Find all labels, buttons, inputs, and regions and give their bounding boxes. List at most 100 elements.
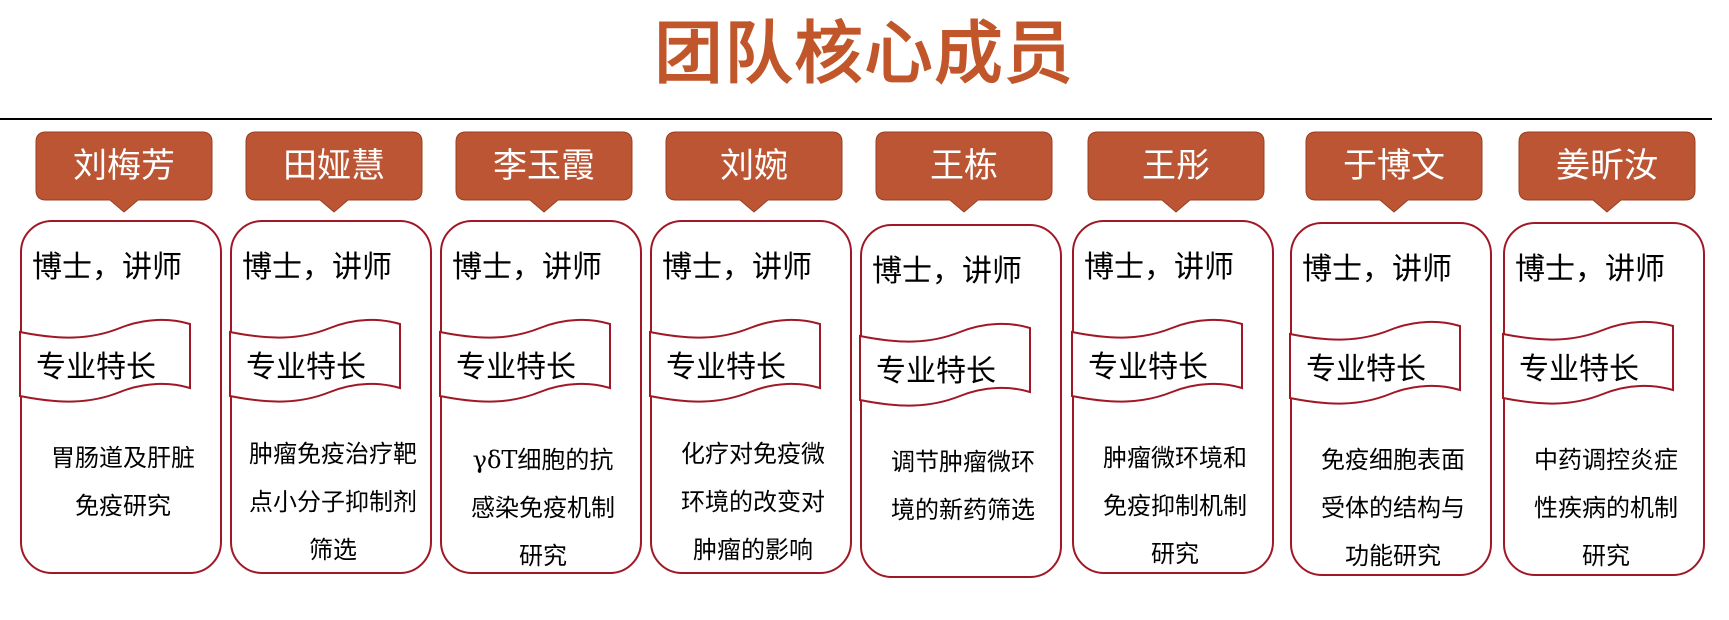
banner-shape (439, 318, 611, 403)
specialty-text: 免疫细胞表面受体的结构与功能研究 (1298, 436, 1488, 580)
specialty-line: 免疫细胞表面 (1321, 446, 1465, 474)
specialty-line: 感染免疫机制 (471, 494, 615, 522)
specialty-label: 专业特长 (876, 354, 996, 389)
specialty-line: 境的新药筛选 (891, 496, 1035, 524)
specialty-text: 化疗对免疫微环境的改变对肿瘤的影响 (658, 430, 848, 574)
name-callout: 王栋 (875, 131, 1053, 213)
specialty-label: 专业特长 (1306, 352, 1426, 387)
banner-outline (859, 322, 1031, 407)
member-column: 于博文博士，讲师专业特长免疫细胞表面受体的结构与功能研究 (1289, 0, 1500, 620)
banner-shape (1071, 318, 1243, 403)
specialty-banner: 专业特长 (439, 318, 612, 403)
callout-shape (1087, 131, 1265, 213)
specialty-line: 肿瘤的影响 (693, 536, 813, 564)
specialty-line: 肿瘤免疫治疗靶 (249, 440, 417, 468)
specialty-label: 专业特长 (456, 350, 576, 385)
member-card: 博士，讲师专业特长肿瘤免疫治疗靶点小分子抑制剂筛选 (229, 220, 432, 574)
specialty-line: 研究 (1582, 542, 1630, 570)
specialty-text: 调节肿瘤微环境的新药筛选 (868, 438, 1058, 534)
banner-outline (439, 318, 611, 403)
member-name: 刘婉 (720, 146, 788, 186)
banner-outline (1289, 320, 1461, 405)
callout-body (875, 131, 1053, 213)
member-card: 博士，讲师专业特长免疫细胞表面受体的结构与功能研究 (1289, 222, 1492, 576)
specialty-line: 功能研究 (1345, 542, 1441, 570)
member-name: 刘梅芳 (73, 146, 175, 186)
specialty-line: 筛选 (309, 536, 357, 564)
member-title: 博士，讲师 (1084, 250, 1234, 285)
specialty-line: 中药调控炎症 (1534, 446, 1678, 474)
member-card: 博士，讲师专业特长中药调控炎症性疾病的机制研究 (1502, 222, 1705, 576)
specialty-banner: 专业特长 (859, 322, 1032, 407)
specialty-line: 点小分子抑制剂 (249, 488, 417, 516)
callout-body (1305, 131, 1483, 213)
banner-shape (649, 318, 821, 403)
member-card: 博士，讲师专业特长肿瘤微环境和免疫抑制机制研究 (1071, 220, 1274, 574)
specialty-text: 中药调控炎症性疾病的机制研究 (1511, 436, 1701, 580)
banner-shape (1289, 320, 1461, 405)
callout-body (1518, 131, 1696, 213)
specialty-label: 专业特长 (1088, 350, 1208, 385)
callout-body (35, 131, 213, 213)
name-callout: 王彤 (1087, 131, 1265, 213)
callout-body (665, 131, 843, 213)
member-column: 刘婉博士，讲师专业特长化疗对免疫微环境的改变对肿瘤的影响 (649, 0, 860, 620)
callout-shape (455, 131, 633, 213)
specialty-banner: 专业特长 (649, 318, 822, 403)
member-title: 博士，讲师 (242, 250, 392, 285)
specialty-banner: 专业特长 (1289, 320, 1462, 405)
callout-shape (1305, 131, 1483, 213)
specialty-line: 免疫研究 (75, 492, 171, 520)
banner-shape (19, 318, 191, 403)
specialty-label: 专业特长 (666, 350, 786, 385)
specialty-banner: 专业特长 (229, 318, 402, 403)
member-name: 王栋 (930, 146, 998, 186)
name-callout: 刘梅芳 (35, 131, 213, 213)
callout-body (1087, 131, 1265, 213)
banner-shape (859, 322, 1031, 407)
specialty-line: 受体的结构与 (1321, 494, 1465, 522)
specialty-label: 专业特长 (36, 350, 156, 385)
member-title: 博士，讲师 (1302, 252, 1452, 287)
callout-shape (245, 131, 423, 213)
callout-shape (35, 131, 213, 213)
title-divider (0, 118, 1712, 120)
name-callout: 田娅慧 (245, 131, 423, 213)
member-title: 博士，讲师 (872, 254, 1022, 289)
specialty-line: 肿瘤微环境和 (1103, 444, 1247, 472)
member-name: 李玉霞 (493, 146, 595, 186)
member-title: 博士，讲师 (32, 250, 182, 285)
specialty-line: 调节肿瘤微环 (891, 448, 1035, 476)
specialty-line: 研究 (519, 542, 567, 570)
name-callout: 刘婉 (665, 131, 843, 213)
banner-outline (649, 318, 821, 403)
member-column: 姜昕汝博士，讲师专业特长中药调控炎症性疾病的机制研究 (1502, 0, 1713, 620)
specialty-text: 肿瘤微环境和免疫抑制机制研究 (1080, 434, 1270, 578)
member-name: 田娅慧 (283, 146, 385, 186)
member-name: 于博文 (1343, 146, 1445, 186)
banner-shape (1502, 320, 1674, 405)
specialty-label: 专业特长 (246, 350, 366, 385)
callout-shape (875, 131, 1053, 213)
specialty-label: 专业特长 (1519, 352, 1639, 387)
specialty-line: 性疾病的机制 (1534, 494, 1678, 522)
specialty-line: 免疫抑制机制 (1103, 492, 1247, 520)
member-column: 王彤博士，讲师专业特长肿瘤微环境和免疫抑制机制研究 (1071, 0, 1282, 620)
member-name: 姜昕汝 (1556, 146, 1658, 186)
banner-outline (19, 318, 191, 403)
member-column: 田娅慧博士，讲师专业特长肿瘤免疫治疗靶点小分子抑制剂筛选 (229, 0, 440, 620)
specialty-line: γδT细胞的抗 (472, 446, 614, 474)
name-callout: 李玉霞 (455, 131, 633, 213)
name-callout: 于博文 (1305, 131, 1483, 213)
specialty-line: 胃肠道及肝脏 (51, 444, 195, 472)
banner-shape (229, 318, 401, 403)
page-title: 团队核心成员 (654, 15, 1075, 94)
member-column: 刘梅芳博士，讲师专业特长胃肠道及肝脏免疫研究 (19, 0, 230, 620)
member-card: 博士，讲师专业特长化疗对免疫微环境的改变对肿瘤的影响 (649, 220, 852, 574)
member-title: 博士，讲师 (1515, 252, 1665, 287)
callout-body (245, 131, 423, 213)
specialty-banner: 专业特长 (19, 318, 192, 403)
specialty-banner: 专业特长 (1502, 320, 1675, 405)
